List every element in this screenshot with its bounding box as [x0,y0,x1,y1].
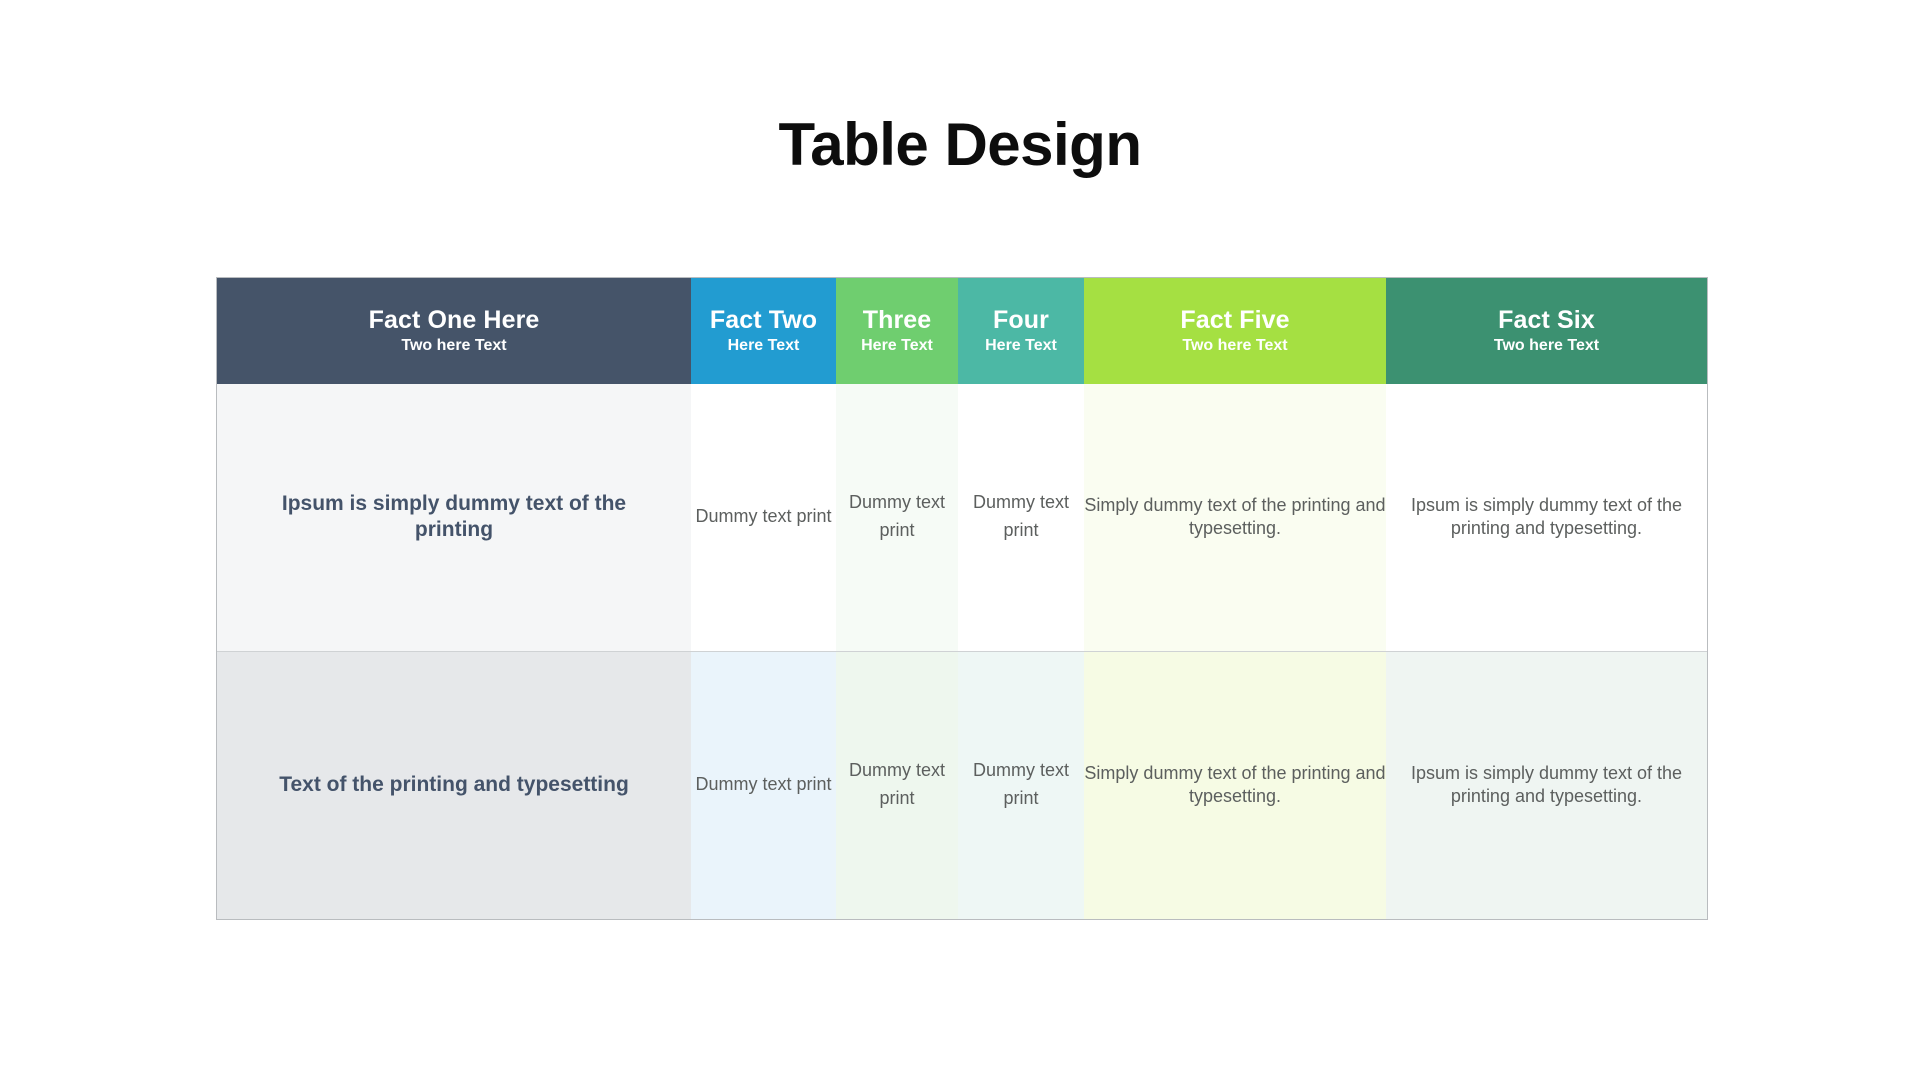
header-cell-4[interactable]: Four Here Text [958,278,1084,384]
table-row: Ipsum is simply dummy text of the printi… [217,384,1707,652]
header-cell-2[interactable]: Fact Two Here Text [691,278,836,384]
cell-r2-c5[interactable]: Simply dummy text of the printing and ty… [1084,651,1386,919]
header-cell-6[interactable]: Fact Six Two here Text [1386,278,1707,384]
header-title-1: Fact One Here [368,305,540,334]
cell-r1-c1[interactable]: Ipsum is simply dummy text of the printi… [217,384,691,652]
design-table-container: Fact One Here Two here Text Fact Two Her… [216,277,1708,920]
table-header: Fact One Here Two here Text Fact Two Her… [217,278,1707,384]
cell-r1-c6[interactable]: Ipsum is simply dummy text of the printi… [1386,384,1707,652]
header-subtitle-3: Here Text [861,336,933,354]
header-subtitle-4: Here Text [985,336,1057,354]
header-title-5: Fact Five [1180,305,1290,334]
header-cell-1[interactable]: Fact One Here Two here Text [217,278,691,384]
header-title-3: Three [862,305,932,334]
cell-r1-c3[interactable]: Dummy text print [836,384,958,652]
header-title-4: Four [993,305,1049,334]
header-cell-5[interactable]: Fact Five Two here Text [1084,278,1386,384]
cell-r2-c3[interactable]: Dummy text print [836,651,958,919]
page-title: Table Design [778,111,1142,178]
cell-r1-c5[interactable]: Simply dummy text of the printing and ty… [1084,384,1386,652]
cell-r2-c6[interactable]: Ipsum is simply dummy text of the printi… [1386,651,1707,919]
cell-r1-c2[interactable]: Dummy text print [691,384,836,652]
design-table: Fact One Here Two here Text Fact Two Her… [217,278,1707,919]
header-cell-3[interactable]: Three Here Text [836,278,958,384]
cell-r2-c4[interactable]: Dummy text print [958,651,1084,919]
header-subtitle-6: Two here Text [1493,336,1600,354]
header-row: Fact One Here Two here Text Fact Two Her… [217,278,1707,384]
cell-r1-c4[interactable]: Dummy text print [958,384,1084,652]
header-subtitle-2: Here Text [727,336,800,354]
header-subtitle-5: Two here Text [1182,336,1288,354]
header-title-6: Fact Six [1498,305,1595,334]
table-row: Text of the printing and typesetting Dum… [217,651,1707,919]
cell-r2-c2[interactable]: Dummy text print [691,651,836,919]
table-body: Ipsum is simply dummy text of the printi… [217,384,1707,919]
header-subtitle-1: Two here Text [401,336,507,354]
header-title-2: Fact Two [709,305,818,334]
cell-r2-c1[interactable]: Text of the printing and typesetting [217,651,691,919]
